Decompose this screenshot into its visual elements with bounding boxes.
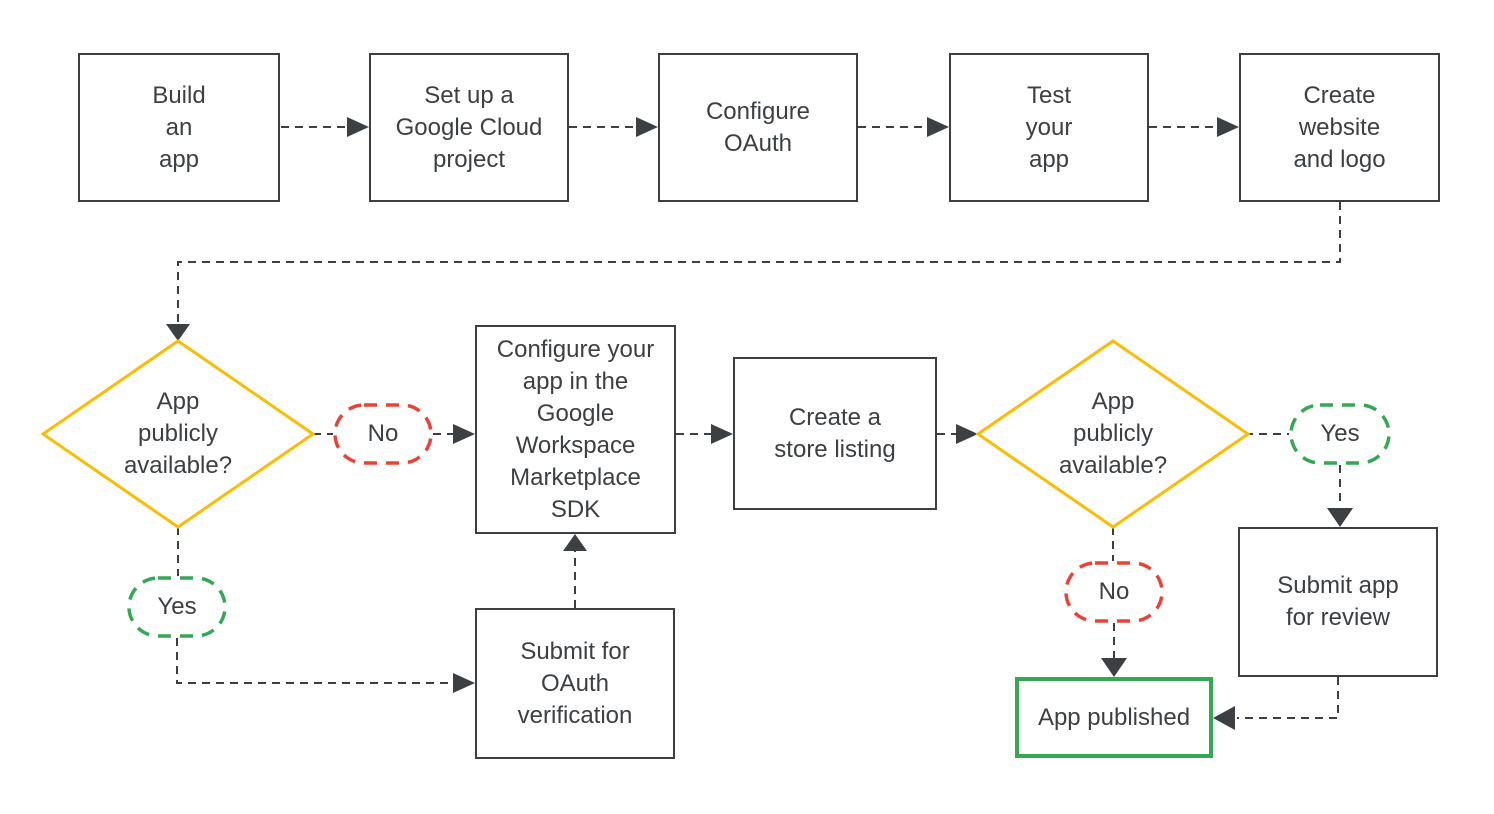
node-configure-workspace-marketplace-sdk-label: Configure your app in the Google Workspa… [496, 335, 655, 523]
arrowhead-left-icon [1213, 706, 1235, 730]
yes-oval-2 [1289, 403, 1391, 465]
arrowhead-right-icon [711, 424, 733, 444]
arrowhead-right-icon [453, 673, 475, 693]
node-build-an-app-label: Build an app [152, 81, 206, 173]
node-submit-app-for-review-label: Submit app for review [1277, 572, 1399, 631]
decision-diamond-2 [975, 339, 1251, 529]
arrowhead-right-icon [956, 424, 978, 444]
node-create-store-listing: Create a store listing [733, 357, 937, 510]
node-app-published-label: App published [1037, 703, 1191, 731]
arrowhead-right-icon [453, 424, 475, 444]
arrowhead-right-icon [1217, 117, 1239, 137]
connector-yes-to-verification [176, 638, 453, 684]
node-submit-oauth-verification: Submit for OAuth verification [475, 608, 675, 759]
arrowhead-down-icon [1327, 508, 1353, 527]
node-submit-oauth-verification-label: Submit for OAuth verification [517, 637, 633, 729]
node-configure-oauth-label: Configure OAuth [705, 97, 811, 157]
node-configure-oauth: Configure OAuth [658, 53, 858, 202]
node-setup-google-cloud-project-label: Set up a Google Cloud project [395, 81, 543, 173]
connector-review-to-published [1237, 677, 1339, 719]
arrowhead-right-icon [636, 117, 658, 137]
node-setup-google-cloud-project: Set up a Google Cloud project [369, 53, 569, 202]
arrowhead-down-icon [1101, 658, 1127, 677]
node-test-your-app-label: Test your app [1025, 81, 1073, 173]
node-test-your-app: Test your app [949, 53, 1149, 202]
node-create-store-listing-label: Create a store listing [774, 403, 896, 463]
decision-diamond-1 [40, 339, 316, 529]
node-create-website-and-logo-label: Create website and logo [1293, 81, 1386, 173]
node-build-an-app: Build an app [78, 53, 280, 202]
arrowhead-up-icon [563, 534, 587, 551]
node-configure-workspace-marketplace-sdk: Configure your app in the Google Workspa… [475, 325, 676, 534]
arrowhead-right-icon [347, 117, 369, 137]
node-submit-app-for-review: Submit app for review [1238, 527, 1438, 677]
arrowhead-down-icon [166, 324, 190, 341]
arrowhead-right-icon [927, 117, 949, 137]
yes-oval-1 [127, 576, 227, 638]
connector-website-to-decision1 [177, 202, 1341, 325]
no-oval-2 [1064, 561, 1164, 623]
node-app-published: App published [1015, 677, 1213, 758]
node-create-website-and-logo: Create website and logo [1239, 53, 1440, 202]
no-oval-1 [333, 403, 433, 465]
